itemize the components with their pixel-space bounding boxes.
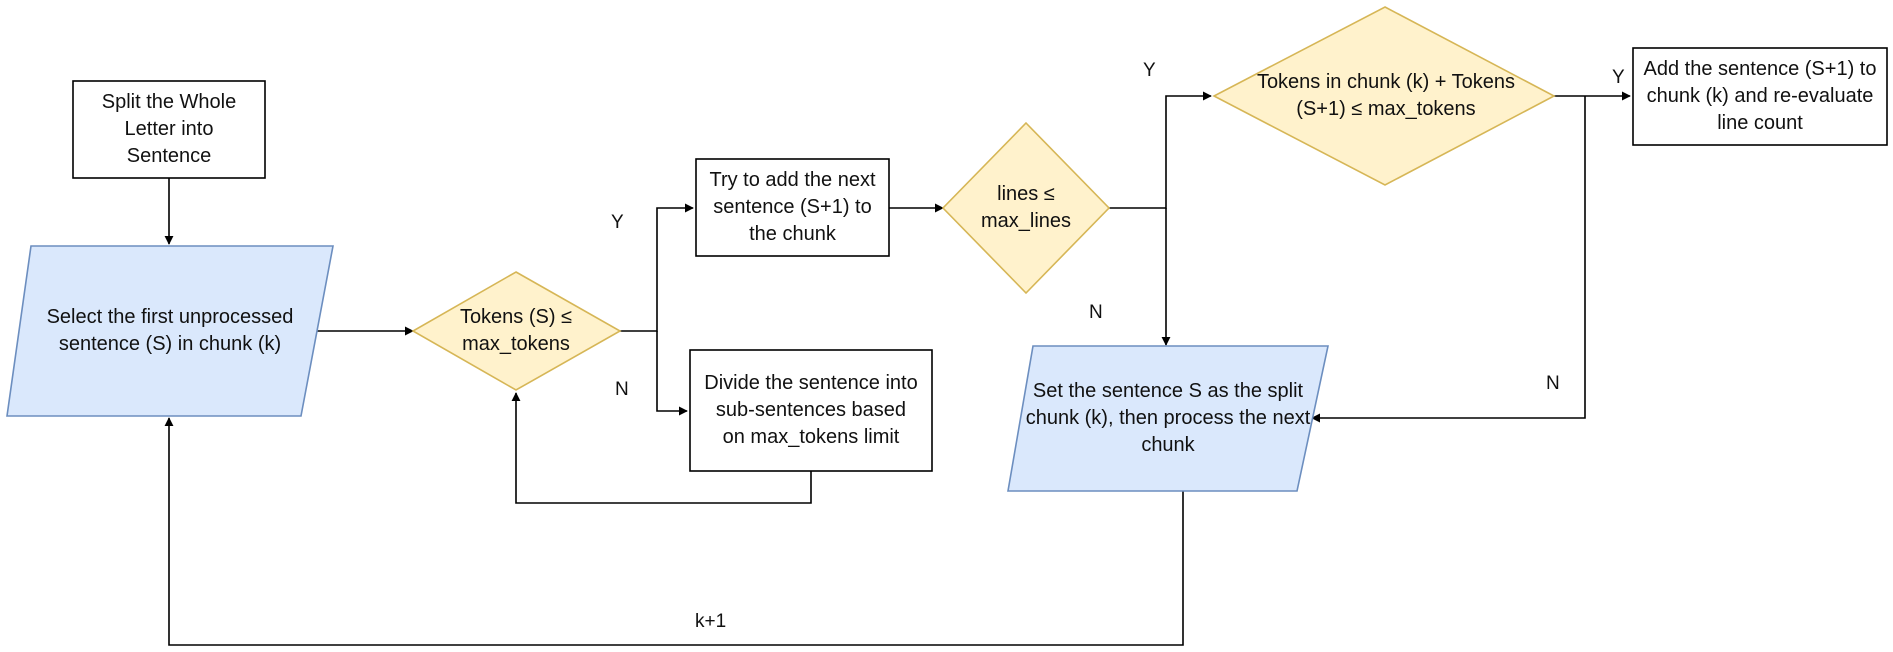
edge-set-to-select-next-chunk [164, 417, 1184, 646]
chunk-no-label: N [1546, 373, 1560, 394]
set-split-parallelogram [1007, 345, 1329, 492]
add-sentence-box [1632, 47, 1888, 146]
divide-sentence-box [689, 349, 933, 472]
edge-tokens-yes-to-try [620, 203, 694, 332]
edge-chunk-no-to-set [1311, 96, 1586, 423]
lines-no-label: N [1089, 302, 1103, 323]
edge-lines-yes-to-chunk [1109, 91, 1212, 209]
edge-tokens-no-to-divide [656, 331, 688, 416]
next-chunk-label: k+1 [695, 611, 727, 632]
chunk-yes-label: Y [1612, 67, 1625, 88]
split-letter-box [72, 80, 266, 179]
chunk-tokens-decision-diamond [1212, 6, 1556, 186]
lines-yes-label: Y [1143, 60, 1156, 81]
edges [164, 91, 1631, 646]
tokens-yes-label: Y [611, 212, 624, 233]
tokens-no-label: N [615, 379, 629, 400]
edge-divide-to-tokens [511, 392, 812, 504]
tokens-decision-diamond [411, 271, 622, 391]
select-sentence-parallelogram [6, 245, 334, 417]
lines-decision-diamond [941, 121, 1111, 295]
try-add-box [695, 158, 890, 257]
